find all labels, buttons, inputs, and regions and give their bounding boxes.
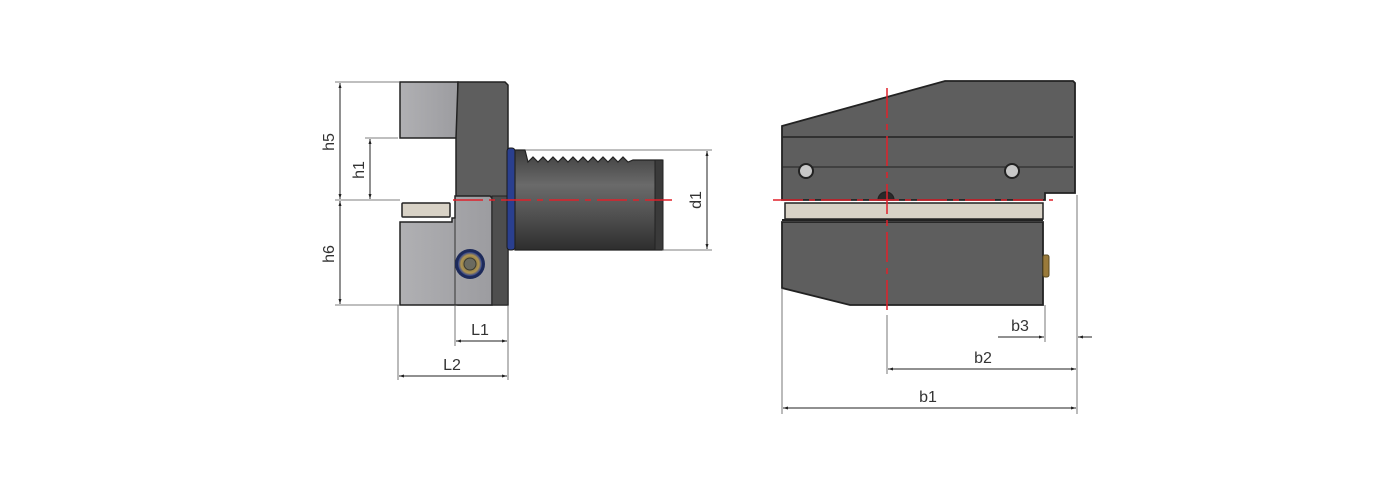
label-b2: b2 bbox=[974, 350, 992, 367]
label-L1: L1 bbox=[471, 322, 489, 339]
dim-h6: h6 bbox=[321, 201, 400, 306]
label-d1: d1 bbox=[688, 191, 705, 209]
hole-right-icon bbox=[1004, 163, 1020, 179]
upper-jaw bbox=[399, 81, 459, 139]
dim-d1: d1 bbox=[525, 149, 712, 251]
upper-body bbox=[781, 80, 1076, 201]
o-ring bbox=[506, 147, 516, 251]
lower-body bbox=[781, 221, 1044, 306]
side-view: h5 h1 h6 d1 L1 bbox=[321, 81, 712, 380]
dim-b3: b3 bbox=[998, 318, 1092, 339]
label-h6: h6 bbox=[321, 245, 338, 263]
dim-b1: b1 bbox=[783, 389, 1076, 410]
label-b1: b1 bbox=[919, 389, 937, 406]
dim-b2: b2 bbox=[888, 350, 1076, 371]
front-view: b3 b2 b1 bbox=[773, 80, 1092, 414]
dim-L1: L1 bbox=[454, 305, 509, 380]
dim-h5: h5 bbox=[321, 81, 400, 199]
insert-bar bbox=[401, 202, 451, 218]
clamp-screw-icon bbox=[455, 249, 485, 279]
label-L2: L2 bbox=[443, 357, 461, 374]
label-b3: b3 bbox=[1011, 318, 1029, 335]
front-insert-bar bbox=[784, 202, 1044, 220]
dim-h1: h1 bbox=[351, 137, 398, 199]
label-h5: h5 bbox=[321, 133, 338, 151]
label-h1: h1 bbox=[351, 161, 368, 179]
dim-L2: L2 bbox=[397, 305, 507, 380]
side-screw-icon bbox=[1042, 254, 1050, 278]
hole-left-icon bbox=[798, 163, 814, 179]
